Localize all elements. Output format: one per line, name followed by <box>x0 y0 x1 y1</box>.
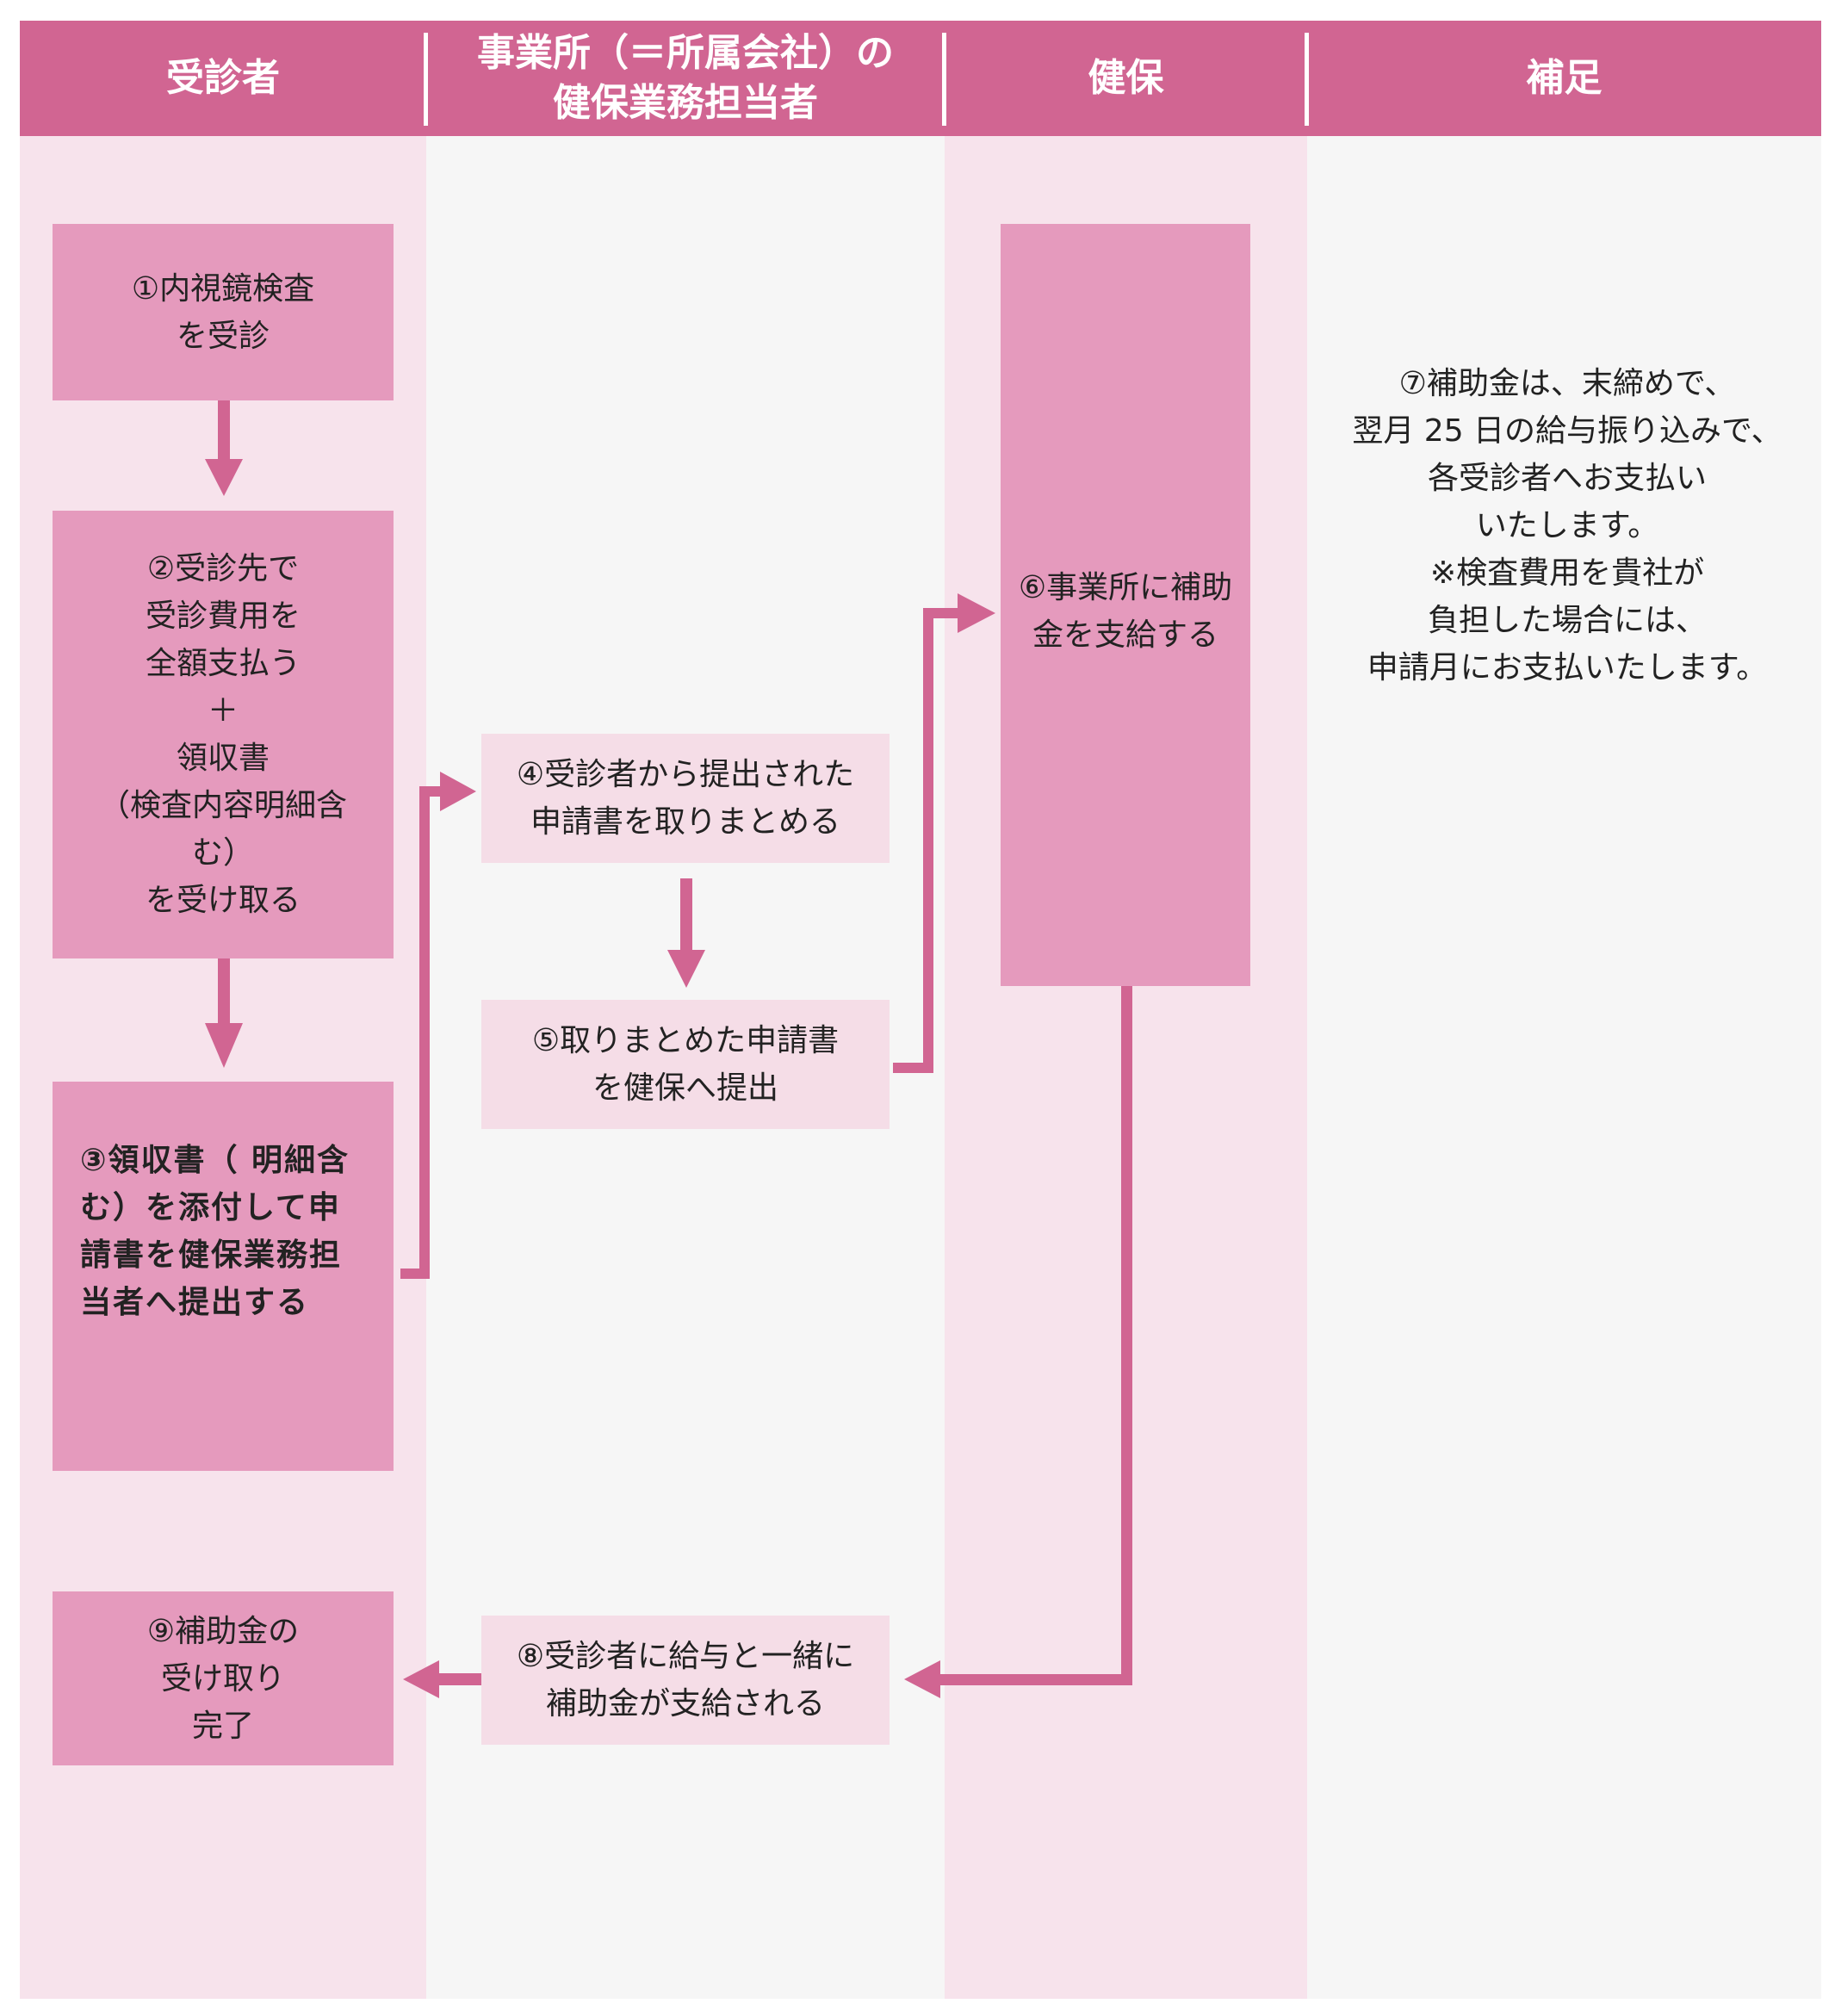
header-separator <box>942 33 946 126</box>
arrow-left-icon <box>403 1660 481 1698</box>
step-1-box: ①内視鏡検査 を受診 <box>53 224 394 400</box>
header-separator <box>1305 33 1309 126</box>
step-8-box: ⑧受診者に給与と一緒に 補助金が支給される <box>481 1616 890 1745</box>
header-office: 事業所（＝所属会社）の 健保業務担当者 <box>426 21 945 136</box>
header-separator <box>424 33 428 126</box>
arrow-elbow-icon <box>904 986 1132 1698</box>
step-3-box: ③領収書（ 明細含 む）を添付して申 請書を健保業務担 当者へ提出する <box>53 1082 394 1471</box>
step-4-box: ④受診者から提出された 申請書を取りまとめる <box>481 734 890 863</box>
arrow-down-icon <box>667 878 705 988</box>
arrow-elbow-icon <box>893 593 995 1073</box>
lane-note <box>1307 136 1821 1999</box>
arrow-down-icon <box>205 958 243 1068</box>
header-examinee: 受診者 <box>20 21 426 136</box>
step-6-box: ⑥事業所に補助 金を支給する <box>1001 224 1250 986</box>
step-5-box: ⑤取りまとめた申請書 を健保へ提出 <box>481 1000 890 1129</box>
header-kenpo: 健保 <box>945 21 1307 136</box>
arrow-down-icon <box>205 400 243 496</box>
step-9-box: ⑨補助金の 受け取り 完了 <box>53 1591 394 1765</box>
supplement-note: ⑦補助金は、末締めで、 翌月 25 日の給与振り込みで、 各受診者へお支払い い… <box>1352 366 1782 685</box>
arrow-elbow-icon <box>400 772 476 1279</box>
header-note: 補足 <box>1307 21 1821 136</box>
step-2-box: ②受診先で 受診費用を 全額支払う ＋ 領収書 （検査内容明細含む） を受け取る <box>53 511 394 958</box>
